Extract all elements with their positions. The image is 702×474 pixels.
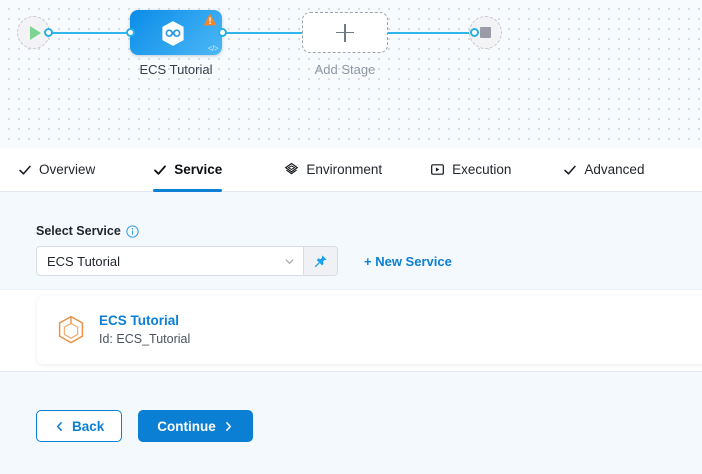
pipeline-edge-add-to-end [388, 32, 474, 34]
continue-button[interactable]: Continue [138, 410, 253, 442]
add-stage-button[interactable] [302, 12, 388, 53]
pin-service-button[interactable] [304, 246, 338, 276]
play-icon [29, 25, 41, 40]
select-service-label-text: Select Service [36, 224, 121, 238]
tab-overview[interactable]: Overview [18, 148, 95, 192]
tab-overview-label: Overview [39, 162, 96, 177]
service-tab-panel: Select Service ECS Tutorial [0, 192, 702, 474]
wizard-footer-buttons: Back Continue [36, 410, 253, 442]
pipeline-canvas[interactable]: </> ECS Tutorial Add Stage [0, 0, 702, 148]
stage-node-ecs-tutorial[interactable]: </> [130, 10, 222, 55]
stage-node-label: ECS Tutorial [139, 62, 213, 77]
code-badge-icon: </> [207, 44, 219, 53]
service-card-id: Id: ECS_Tutorial [99, 331, 191, 346]
tab-environment-label: Environment [306, 162, 383, 177]
continue-button-label: Continue [157, 418, 216, 434]
tab-execution-label: Execution [452, 162, 512, 177]
new-service-button[interactable]: + New Service [364, 246, 452, 276]
tab-environment[interactable]: Environment [284, 148, 382, 192]
harness-hexagon-icon [162, 21, 184, 46]
service-card[interactable]: ECS Tutorial Id: ECS_Tutorial [37, 296, 702, 364]
tab-service[interactable]: Service [153, 148, 223, 192]
service-card-text: ECS Tutorial Id: ECS_Tutorial [99, 312, 190, 347]
port-end-in[interactable] [470, 28, 479, 37]
info-icon[interactable] [126, 224, 139, 238]
back-button-label: Back [72, 418, 105, 434]
service-cube-icon [58, 315, 84, 344]
select-service-label: Select Service [36, 224, 139, 238]
add-stage-label: Add Stage [314, 62, 376, 77]
port-start-out[interactable] [44, 28, 53, 37]
port-stage-in[interactable] [126, 28, 135, 37]
service-card-name[interactable]: ECS Tutorial [99, 313, 180, 329]
check-icon [19, 165, 31, 175]
chevron-right-icon [225, 421, 231, 431]
chevron-left-icon [56, 421, 62, 431]
pipeline-edge-start-to-stage [46, 32, 130, 34]
check-icon [154, 165, 167, 175]
back-button[interactable]: Back [36, 410, 123, 442]
pin-icon [314, 255, 327, 268]
play-box-icon [431, 164, 445, 175]
check-icon [564, 165, 577, 175]
tab-advanced-label: Advanced [584, 162, 645, 177]
new-service-label: + New Service [364, 253, 452, 269]
stage-tabs: Overview Service Environment Execution [0, 148, 702, 192]
plus-icon-vertical [344, 23, 346, 42]
service-select[interactable]: ECS Tutorial [36, 246, 304, 276]
tab-execution[interactable]: Execution [430, 148, 511, 192]
select-service-control: ECS Tutorial [36, 246, 338, 276]
warning-triangle-icon[interactable] [203, 13, 217, 26]
tab-advanced[interactable]: Advanced [563, 148, 644, 192]
layers-icon [285, 162, 299, 175]
tab-service-label: Service [174, 162, 223, 177]
pipeline-edge-stage-to-add [222, 32, 302, 34]
chevron-down-icon[interactable] [284, 256, 295, 267]
stop-icon [480, 27, 491, 38]
service-select-value: ECS Tutorial [47, 253, 120, 269]
port-stage-out[interactable] [218, 28, 227, 37]
